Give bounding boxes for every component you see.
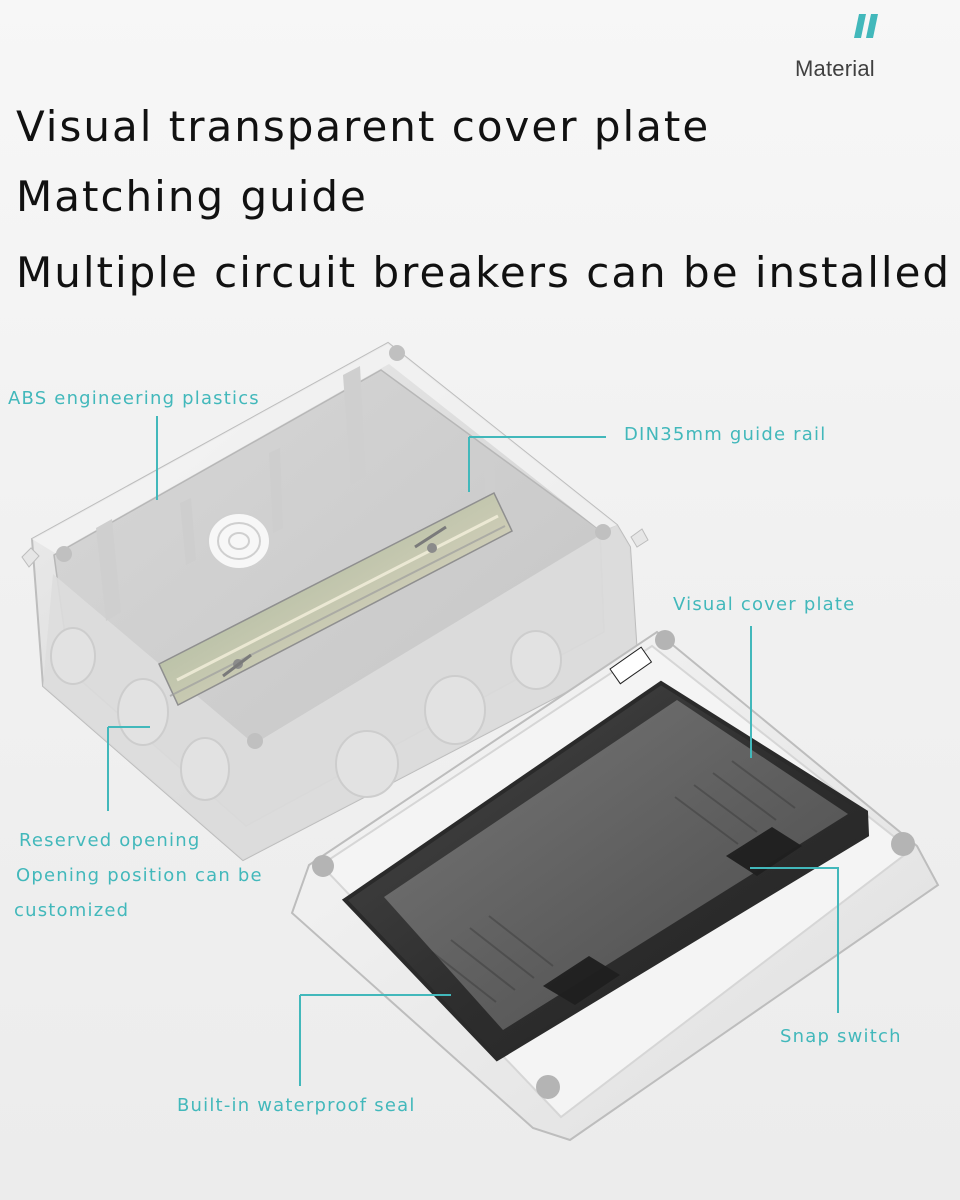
callout-reserved-opening-1: Reserved opening <box>19 830 201 851</box>
cover-screw-hole <box>655 630 675 650</box>
section-label: Material <box>795 56 875 81</box>
transparent-window <box>384 700 848 1030</box>
headline-matching-guide: Matching guide <box>16 172 368 221</box>
callout-visual-cover-plate: Visual cover plate <box>673 594 856 615</box>
headline-multiple-breakers: Multiple circuit breakers can be install… <box>16 248 952 297</box>
snap-switch-graphics <box>543 827 802 1005</box>
cover-screw-hole <box>891 832 915 856</box>
callout-snap-switch: Snap switch <box>780 1026 902 1047</box>
rail-screw <box>427 543 437 553</box>
corner-screw-hole <box>595 524 611 540</box>
callout-reserved-opening-3: customized <box>14 900 130 921</box>
mounting-ear <box>21 547 40 568</box>
cover-label <box>609 646 653 685</box>
corner-screw-hole <box>247 733 263 749</box>
callout-reserved-opening-2: Opening position can be <box>16 865 263 886</box>
corner-screw-hole <box>56 546 72 562</box>
cover-screw-hole <box>536 1075 560 1099</box>
double-slash-icon <box>850 14 880 38</box>
callout-din-rail: DIN35mm guide rail <box>624 424 827 445</box>
mounting-ear <box>630 528 649 548</box>
headline-visual-cover: Visual transparent cover plate <box>16 102 711 151</box>
callout-abs-engineering-plastics: ABS engineering plastics <box>8 388 260 409</box>
cable-grommet <box>207 512 271 570</box>
callout-waterproof-seal: Built-in waterproof seal <box>177 1095 416 1116</box>
cover-screw-hole <box>312 855 334 877</box>
corner-screw-hole <box>389 345 405 361</box>
